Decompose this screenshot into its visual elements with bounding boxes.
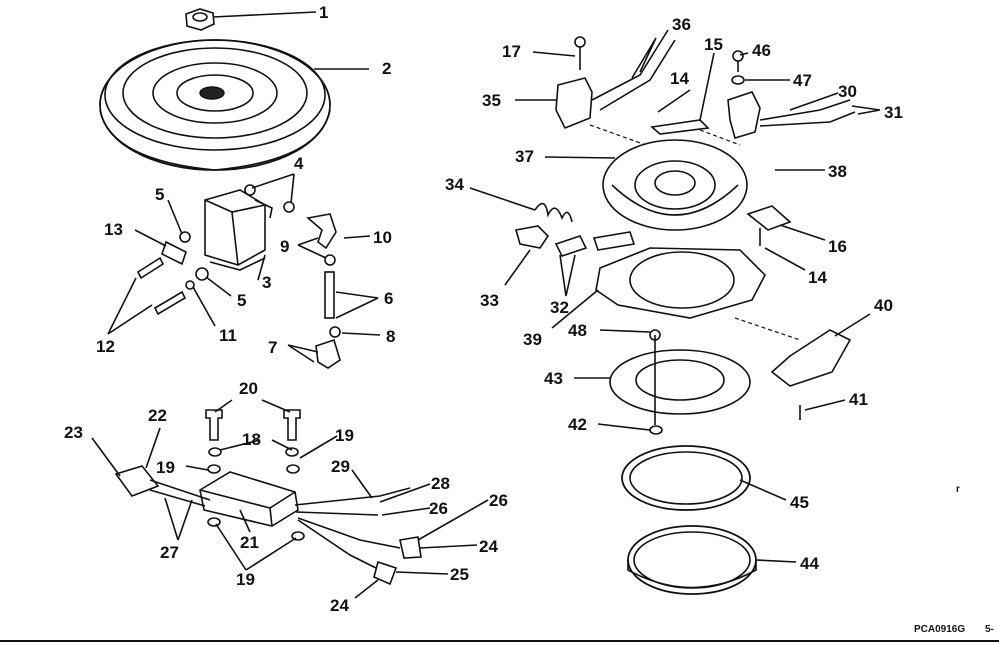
callout-29: 29 — [331, 457, 350, 476]
callout-10: 10 — [373, 228, 392, 247]
callout-38: 38 — [828, 162, 847, 181]
callout-45: 45 — [790, 493, 809, 512]
callout-43: 43 — [544, 369, 563, 388]
ring-43 — [609, 329, 751, 435]
callout-30: 30 — [838, 82, 857, 101]
callout-9: 9 — [280, 237, 289, 256]
callout-14b: 14 — [808, 268, 827, 287]
timer-base — [595, 247, 766, 319]
callout-47: 47 — [793, 71, 812, 90]
magnet-40 — [734, 317, 852, 420]
callout-42: 42 — [568, 415, 587, 434]
callout-22: 22 — [148, 406, 167, 425]
callout-11: 11 — [219, 326, 237, 345]
callout-35: 35 — [482, 91, 501, 110]
power-pack — [199, 471, 299, 527]
coil-small-parts — [136, 184, 295, 316]
callout-8: 8 — [386, 327, 395, 346]
callout-33: 33 — [480, 291, 499, 310]
callout-7: 7 — [268, 338, 277, 357]
callout-17: 17 — [502, 42, 521, 61]
callout-14a: 14 — [670, 69, 689, 88]
callout-19b: 19 — [156, 458, 175, 477]
pack-leads — [294, 487, 422, 586]
bushings-32 — [554, 231, 636, 257]
leader-lines — [91, 11, 881, 599]
connector-assembly — [114, 465, 211, 507]
callout-12: 12 — [96, 337, 115, 356]
ring-44 — [627, 525, 757, 595]
callout-24a: 24 — [479, 537, 498, 556]
flywheel — [99, 39, 331, 171]
ignition-coil — [204, 189, 266, 271]
callout-5a: 5 — [155, 185, 164, 204]
screw-17 — [574, 36, 586, 70]
callout-5b: 5 — [237, 291, 246, 310]
callout-2: 2 — [382, 59, 391, 78]
callout-26a: 26 — [429, 499, 448, 518]
callout-15: 15 — [704, 35, 723, 54]
clamp-16 — [746, 205, 792, 246]
callout-16: 16 — [828, 237, 847, 256]
callout-24b: 24 — [330, 596, 349, 615]
power-pack-screws — [205, 409, 305, 541]
spring-34 — [534, 202, 573, 223]
retainer-15 — [589, 119, 741, 151]
callout-20: 20 — [239, 379, 258, 398]
callout-27: 27 — [160, 543, 179, 562]
callout-31: 31 — [884, 103, 903, 122]
spark-plug-boot-lower — [315, 338, 341, 369]
callout-6: 6 — [384, 289, 393, 308]
callout-4: 4 — [294, 154, 304, 173]
page-reference: 5- — [985, 624, 994, 635]
callout-28: 28 — [431, 474, 450, 493]
callout-36: 36 — [672, 15, 691, 34]
callout-1: 1 — [319, 3, 328, 22]
reference-code: PCA0916G — [914, 624, 965, 635]
callout-39: 39 — [523, 330, 542, 349]
callout-41: 41 — [849, 390, 868, 409]
callout-18: 18 — [242, 430, 261, 449]
sensor-35 — [555, 29, 676, 130]
callout-26b: 26 — [489, 491, 508, 510]
callout-25: 25 — [450, 565, 469, 584]
callout-48: 48 — [568, 321, 587, 340]
callout-21: 21 — [240, 533, 259, 552]
callout-40: 40 — [874, 296, 893, 315]
callout-19c: 19 — [236, 570, 255, 589]
callout-13: 13 — [104, 220, 123, 239]
bushing-33 — [514, 225, 550, 249]
ring-45 — [621, 445, 751, 511]
callout-32: 32 — [550, 298, 569, 317]
callout-34: 34 — [445, 175, 464, 194]
corner-mark: r — [956, 484, 960, 495]
spark-plug-boot-upper — [306, 213, 337, 250]
footer: r PCA0916G 5- — [0, 484, 999, 642]
callout-46: 46 — [752, 41, 771, 60]
callout-numbers: 1 2 3 4 5 5 6 7 8 9 10 11 12 13 14 14 15… — [64, 3, 903, 615]
callout-19a: 19 — [335, 426, 354, 445]
callout-23: 23 — [64, 423, 83, 442]
callout-3: 3 — [262, 273, 271, 292]
armature-plate — [602, 139, 748, 231]
callout-37: 37 — [515, 147, 534, 166]
callout-44: 44 — [800, 554, 819, 573]
spark-plug-lead — [324, 254, 341, 338]
flywheel-nut — [185, 8, 215, 31]
sensor-30 — [727, 50, 856, 140]
